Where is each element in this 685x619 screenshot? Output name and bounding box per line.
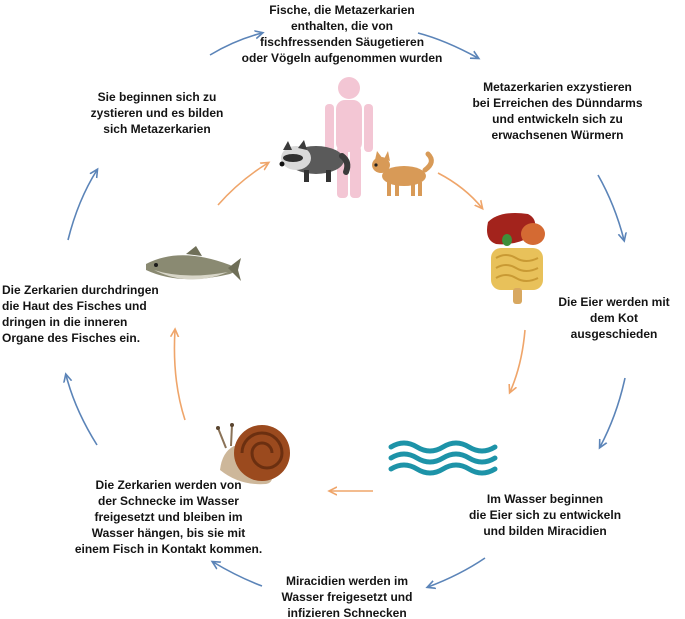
arrow-upper-right-to-right [597, 174, 624, 240]
arrow-left-to-upper-left [67, 170, 97, 241]
stage-text-bottom: Miracidien werden im Wasser freigesetzt … [281, 574, 413, 619]
stage-text-lower-left: Die Zerkarien werden von der Schnecke im… [74, 478, 263, 556]
dog-icon [372, 151, 434, 196]
stage-text-upper-right: Metazerkarien exzystieren bei Erreichen … [472, 80, 643, 142]
arrow-top-to-upper-right [417, 32, 478, 58]
snail-icon [216, 423, 290, 485]
arrow-upper-left-to-top [209, 33, 262, 56]
stage-text-lower-right: Im Wasser beginnen die Eier sich zu entw… [468, 492, 622, 538]
arrow-bottom-to-lower-left [213, 562, 263, 587]
stage-text-upper-left: Sie beginnen sich zu zystieren und es bi… [90, 90, 224, 136]
stage-text-left: Die Zerkarien durchdringen die Haut des … [2, 283, 159, 345]
digestive-organs-icon [487, 213, 545, 304]
fish-icon [146, 246, 241, 281]
stage-text-right: Die Eier werden mit dem Kot ausgeschiede… [558, 295, 670, 341]
water-waves-icon [388, 440, 498, 476]
arrow-organs-to-water [510, 329, 526, 392]
arrow-lower-left-to-left [66, 375, 98, 446]
arrow-snail-to-fish [174, 330, 186, 421]
human-icon [325, 77, 373, 198]
arrow-lower-right-to-bottom [428, 557, 486, 587]
stage-text-top: Fische, die Metazerkarien enthalten, die… [241, 3, 443, 65]
outer-arrows [66, 33, 625, 587]
inner-arrows [174, 163, 526, 491]
arrow-right-to-lower-right [600, 377, 626, 447]
raccoon-icon [279, 140, 351, 182]
arrow-host-to-organs [437, 172, 482, 208]
arrow-fish-to-host [217, 163, 268, 206]
